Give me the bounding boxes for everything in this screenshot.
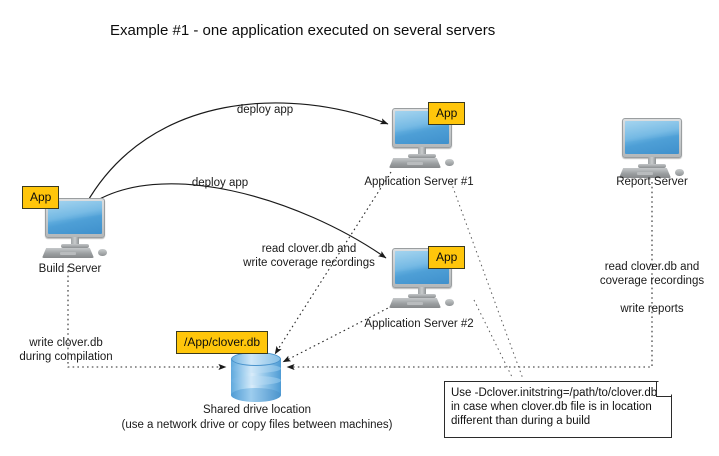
edge-label-appserver-read-line-2: write coverage recordings bbox=[243, 257, 375, 269]
mouse-icon bbox=[445, 299, 454, 306]
monitor-base bbox=[408, 294, 436, 298]
database-caption-line-2: (use a network drive or copy files betwe… bbox=[121, 419, 393, 431]
edge-label-build-write-line-2: during compilation bbox=[19, 351, 113, 363]
edge-deploy-app-server-1 bbox=[85, 102, 389, 205]
page-title: Example #1 - one application executed on… bbox=[110, 22, 496, 39]
edge-app-server-1-to-note bbox=[450, 181, 524, 380]
database-caption-line-1: Shared drive location bbox=[202, 404, 312, 416]
shared-drive-database-icon[interactable] bbox=[231, 352, 281, 402]
note-line-2: in case when clover.db file is in locati… bbox=[451, 401, 652, 413]
edge-app-server-2-to-db bbox=[282, 305, 393, 363]
application-server-2-app-badge[interactable]: App bbox=[428, 246, 466, 269]
monitor-base bbox=[61, 244, 89, 248]
database-band bbox=[231, 376, 281, 385]
application-server-1-icon[interactable] bbox=[385, 108, 459, 170]
edge-label-build-write-line-1: write clover.db bbox=[29, 337, 103, 349]
keyboard-icon bbox=[389, 158, 441, 168]
edge-build-server-to-db bbox=[67, 266, 227, 371]
monitor-stand bbox=[418, 147, 426, 155]
monitor-screen bbox=[625, 121, 679, 154]
edge-label-deploy-app-bottom: deploy app bbox=[191, 177, 249, 189]
note-line-1: Use -Dclover.initstring=/path/to/clover.… bbox=[451, 387, 658, 399]
monitor-base bbox=[638, 164, 666, 168]
keyboard-icon bbox=[619, 168, 671, 178]
edge-label-report-write: write reports bbox=[620, 303, 684, 315]
mouse-icon bbox=[98, 249, 107, 256]
edge-label-deploy-app-top: deploy app bbox=[236, 104, 294, 116]
build-server-app-badge[interactable]: App bbox=[22, 186, 60, 209]
edge-label-appserver-read-line-1: read clover.db and bbox=[261, 243, 357, 255]
keyboard-icon bbox=[42, 248, 94, 258]
edge-label-report-read-line-1: read clover.db and bbox=[604, 261, 700, 273]
database-bottom bbox=[231, 388, 281, 402]
application-server-2-label: Application Server #2 bbox=[364, 318, 474, 330]
application-server-1-app-badge[interactable]: App bbox=[428, 102, 466, 125]
mouse-icon bbox=[445, 159, 454, 166]
monitor-stand bbox=[418, 287, 426, 295]
edge-report-server-to-db bbox=[286, 182, 653, 371]
build-server-icon[interactable] bbox=[38, 198, 112, 260]
build-server-label: Build Server bbox=[38, 263, 102, 275]
edge-deploy-app-server-2 bbox=[87, 183, 387, 259]
database-top bbox=[231, 352, 281, 366]
initstring-note[interactable]: Use -Dclover.initstring=/path/to/clover.… bbox=[444, 381, 672, 438]
mouse-icon bbox=[675, 169, 684, 176]
clover-db-path-badge[interactable]: /App/clover.db bbox=[176, 331, 269, 354]
monitor-stand bbox=[648, 157, 656, 165]
note-line-3: different than during a build bbox=[451, 415, 591, 427]
report-server-label: Report Server bbox=[616, 176, 688, 188]
application-server-1-label: Application Server #1 bbox=[364, 176, 474, 188]
report-server-icon[interactable] bbox=[615, 118, 689, 180]
edge-label-report-read-line-2: coverage recordings bbox=[599, 275, 705, 287]
keyboard-icon bbox=[389, 298, 441, 308]
database-band bbox=[231, 364, 281, 373]
monitor-stand bbox=[71, 237, 79, 245]
monitor-base bbox=[408, 154, 436, 158]
edge-app-server-2-to-note bbox=[473, 299, 514, 380]
